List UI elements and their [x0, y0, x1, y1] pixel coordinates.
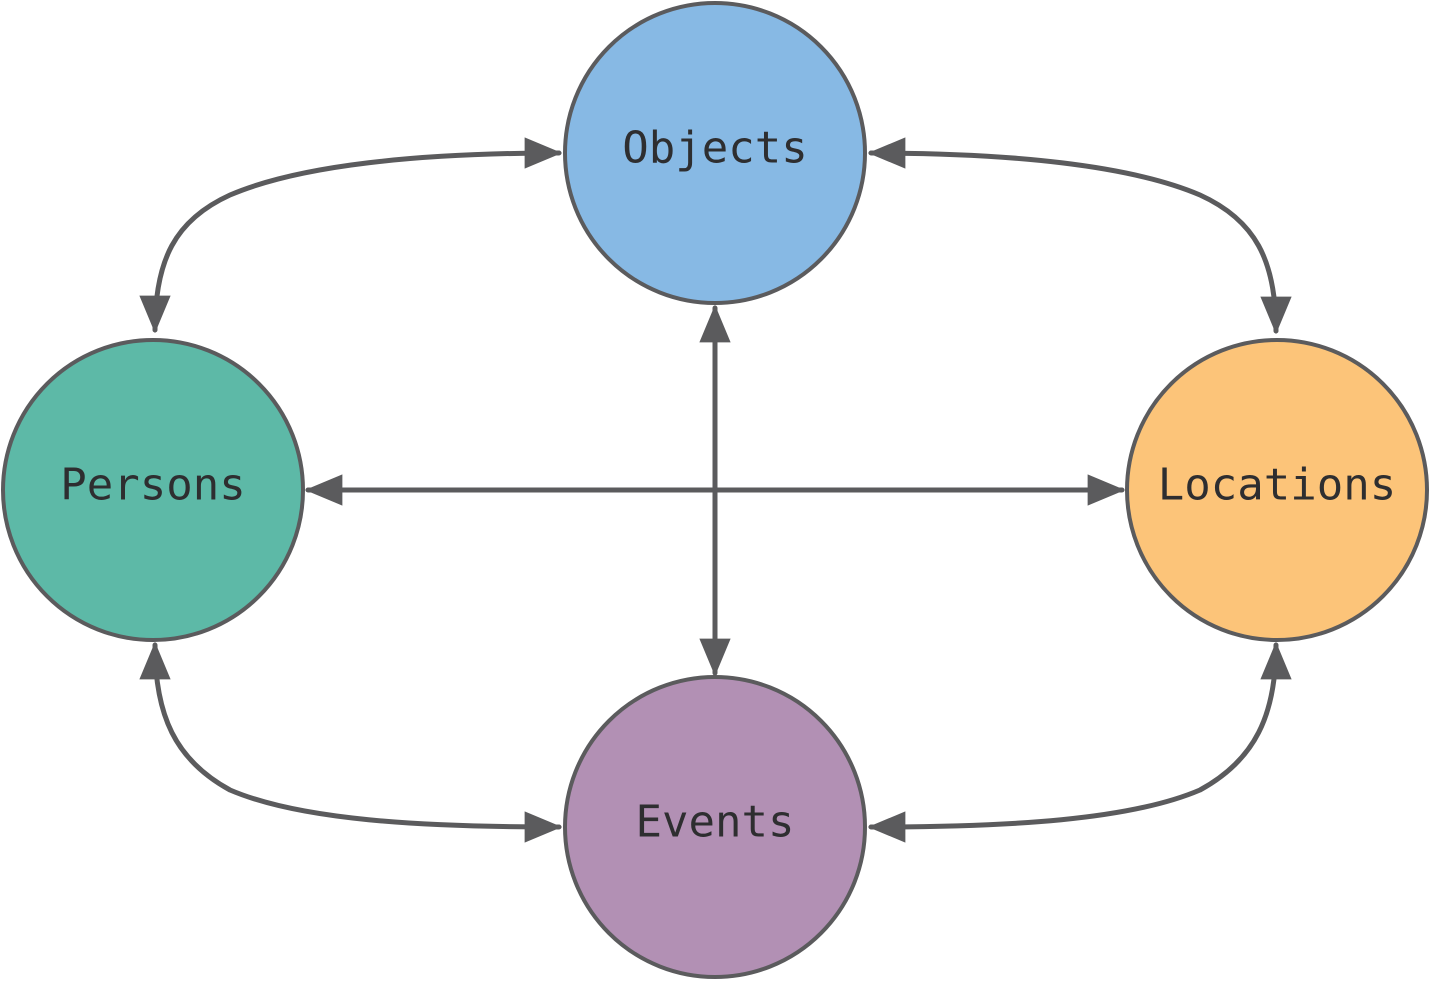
node-persons-label: Persons	[60, 460, 245, 511]
node-persons-circle	[1, 338, 305, 642]
edge-objects-locations	[867, 137, 1292, 335]
node-events-label: Events	[636, 797, 795, 848]
edge-locations-events	[867, 641, 1292, 843]
edge-persons-events	[139, 641, 563, 843]
edge-objects-persons	[139, 137, 563, 334]
node-objects: Objects	[563, 1, 867, 305]
edges	[139, 137, 1292, 843]
node-locations-label: Locations	[1158, 460, 1396, 511]
node-locations: Locations	[1125, 338, 1429, 642]
node-objects-label: Objects	[622, 123, 807, 174]
node-persons: Persons	[1, 338, 305, 642]
node-events: Events	[563, 675, 867, 979]
node-locations-circle	[1125, 338, 1429, 642]
node-objects-circle	[563, 1, 867, 305]
node-events-circle	[563, 675, 867, 979]
